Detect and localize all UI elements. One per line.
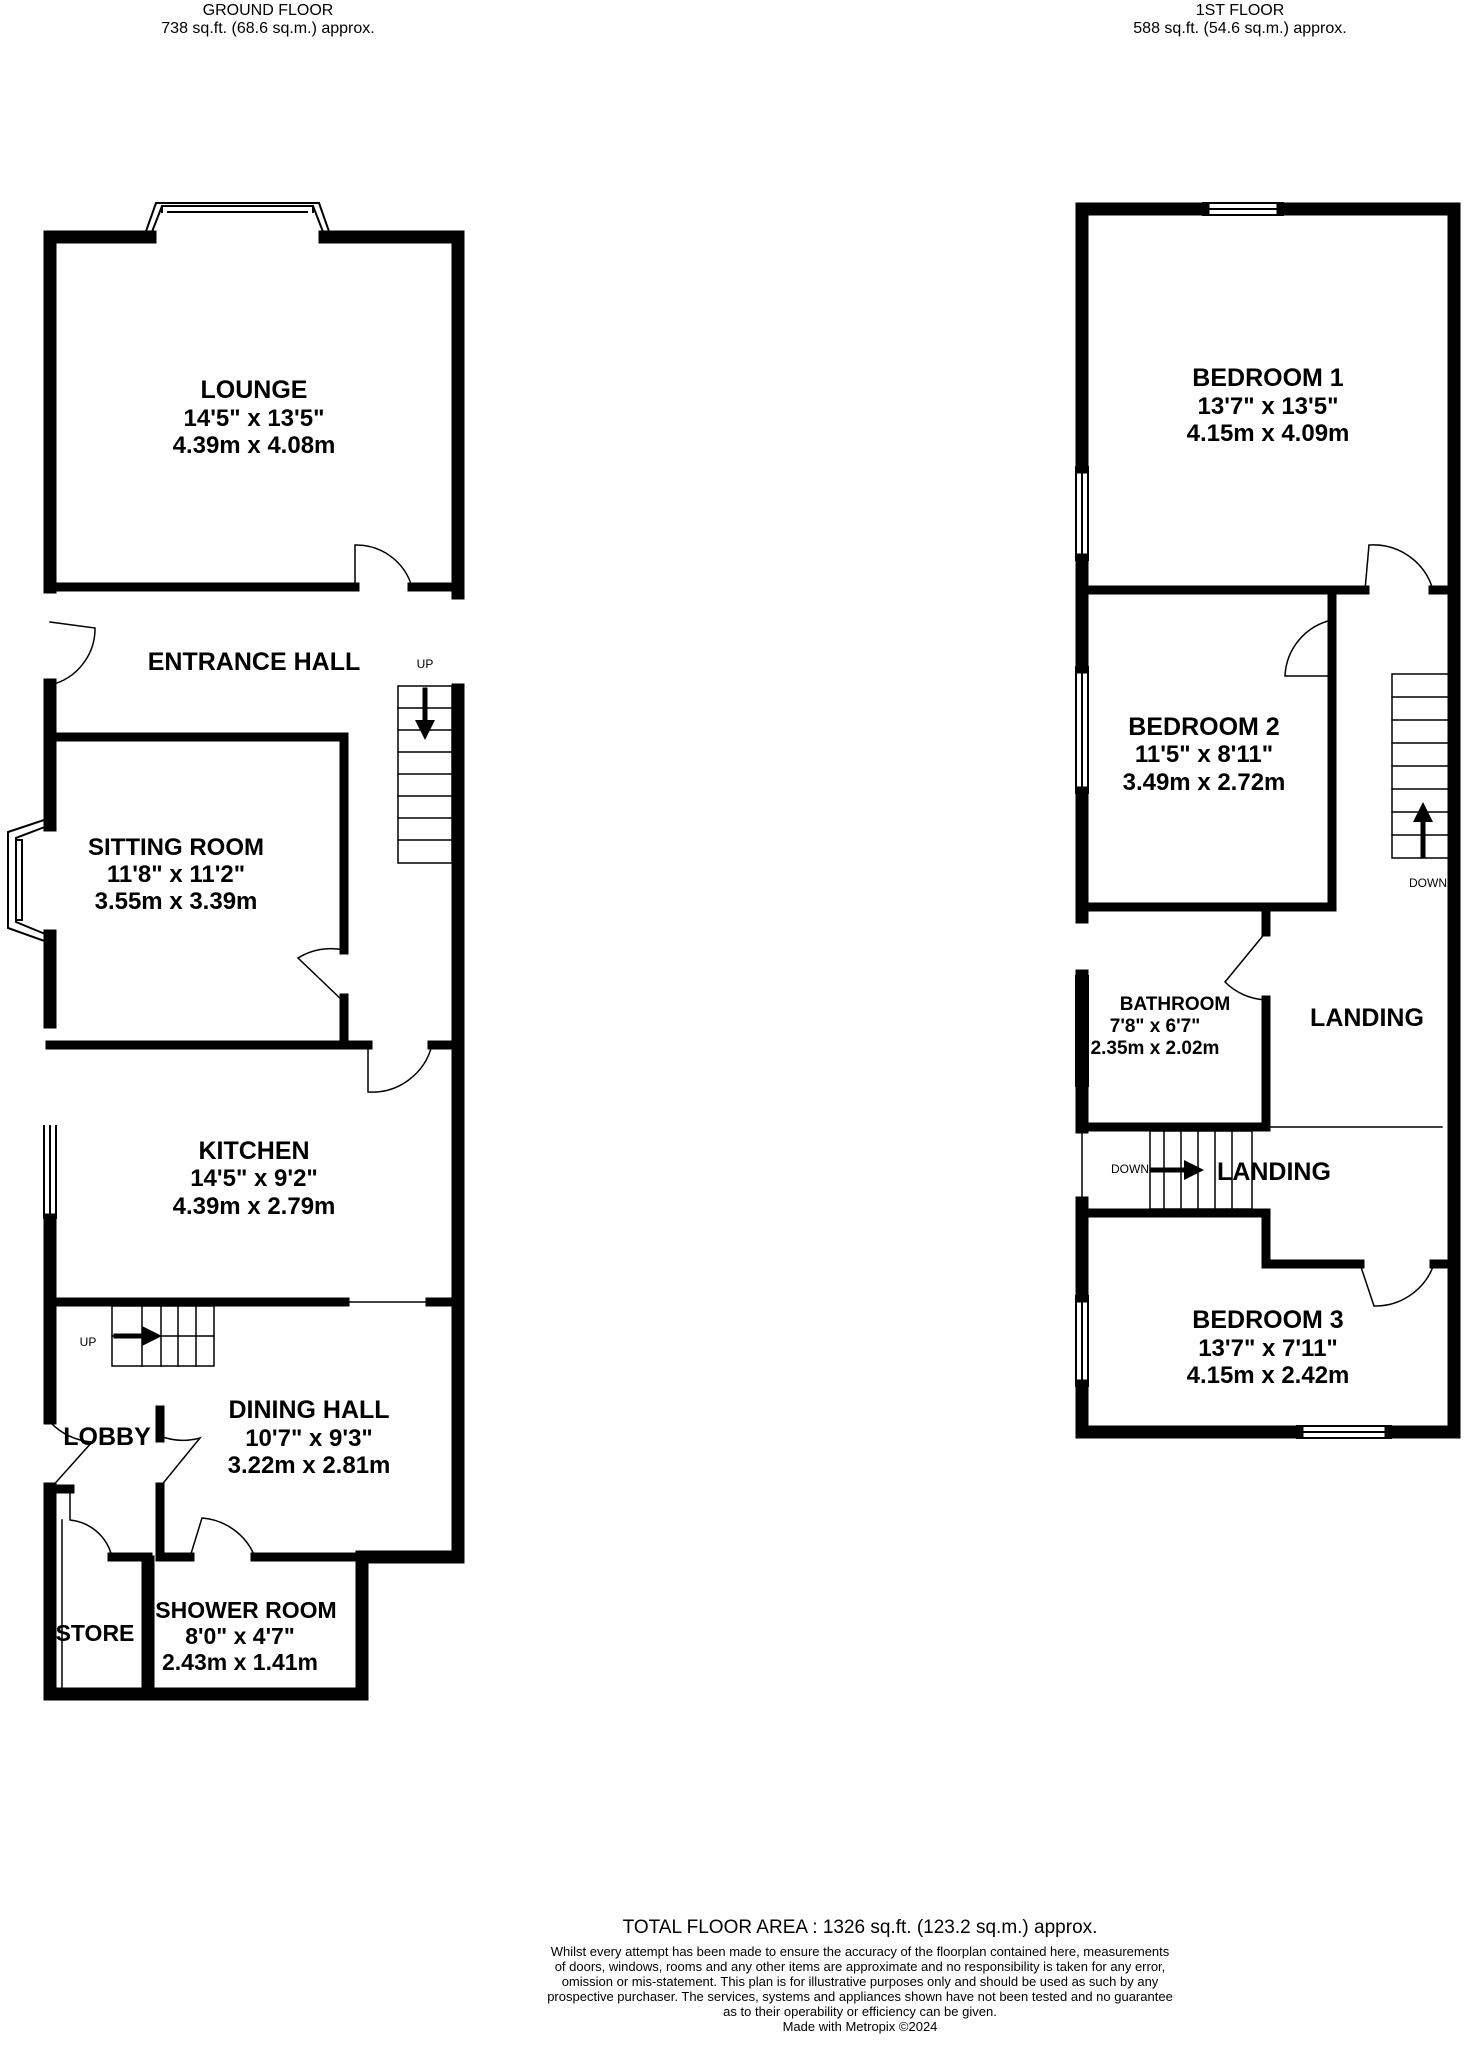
- lounge-name: LOUNGE: [201, 376, 308, 404]
- metropix-credit: Made with Metropix ©2024: [782, 2019, 938, 2034]
- disclaimer: Whilst every attempt has been made to en…: [480, 1944, 1240, 2034]
- first-lower-stairs: [1149, 1130, 1253, 1210]
- store-name: STORE: [56, 1620, 135, 1646]
- first-doors: [1223, 544, 1435, 1307]
- lounge-imperial: 14'5" x 13'5": [184, 405, 325, 432]
- sitting-room-bay-window: [7, 816, 52, 945]
- lounge-metric: 4.39m x 4.08m: [173, 432, 336, 459]
- lounge-bay-window: [142, 202, 333, 239]
- bedroom2-name: BEDROOM 2: [1128, 713, 1279, 741]
- dining-hall-stairs: [111, 1305, 215, 1367]
- bedroom1-imperial: 13'7" x 13'5": [1198, 393, 1339, 420]
- disclaimer-line: prospective purchaser. The services, sys…: [547, 1989, 1173, 2004]
- first-floor-header: 1ST FLOOR 588 sq.ft. (54.6 sq.m.) approx…: [1060, 2, 1420, 38]
- bedroom3-imperial: 13'7" x 7'11": [1198, 1335, 1338, 1362]
- bedroom2-metric: 3.49m x 2.72m: [1123, 769, 1286, 796]
- sitting-room-imperial: 11'8" x 11'2": [107, 861, 245, 888]
- entrance-hall-stairs: [397, 685, 453, 864]
- disclaimer-line: as to their operability or efficiency ca…: [723, 2004, 997, 2019]
- ground-stair-labels: UP UP: [80, 657, 434, 1349]
- landing-lower-name: LANDING: [1217, 1158, 1331, 1186]
- disclaimer-line: omission or mis-statement. This plan is …: [561, 1974, 1159, 1989]
- first-stair-labels: DOWN DOWN: [1111, 876, 1447, 1176]
- first-thin-lines: [1081, 1126, 1443, 1214]
- kitchen-name: KITCHEN: [198, 1137, 309, 1165]
- kitchen-window: [43, 1125, 57, 1219]
- sitting-room-name: SITTING ROOM: [88, 834, 264, 861]
- first-floor-title: 1ST FLOOR: [1195, 2, 1285, 19]
- ground-floor-title: GROUND FLOOR: [202, 2, 334, 19]
- first-floor-area: 588 sq.ft. (54.6 sq.m.) approx.: [1133, 20, 1347, 37]
- dining-stairs-up-label: UP: [80, 1335, 97, 1349]
- entrance-stairs-up-label: UP: [417, 657, 434, 671]
- bathroom-imperial: 7'8" x 6'7": [1110, 1016, 1200, 1037]
- bathroom-metric: 2.35m x 2.02m: [1091, 1038, 1220, 1059]
- footer: TOTAL FLOOR AREA : 1326 sq.ft. (123.2 sq…: [480, 1916, 1240, 2034]
- sitting-room-metric: 3.55m x 3.39m: [95, 888, 258, 915]
- ground-floor-plan: [7, 202, 465, 1701]
- first-windows: [1075, 202, 1392, 1439]
- ground-room-labels: LOUNGE 14'5" x 13'5" 4.39m x 4.08m ENTRA…: [56, 376, 391, 1675]
- dining-hall-imperial: 10'7" x 9'3": [245, 1425, 373, 1452]
- shower-room-imperial: 8'0" x 4'7": [185, 1623, 295, 1649]
- first-main-stairs: [1391, 673, 1453, 859]
- kitchen-imperial: 14'5" x 9'2": [190, 1165, 318, 1192]
- ground-inner-walls: [45, 582, 463, 1562]
- first-inner-walls: [1077, 585, 1459, 1269]
- dining-hall-metric: 3.22m x 2.81m: [228, 1452, 391, 1479]
- ground-outer-walls: [43, 230, 465, 1701]
- bedroom1-name: BEDROOM 1: [1192, 364, 1344, 392]
- lower-stairs-down-label: DOWN: [1111, 1162, 1149, 1176]
- ground-floor-area: 738 sq.ft. (68.6 sq.m.) approx.: [161, 20, 375, 37]
- disclaimer-line: Whilst every attempt has been made to en…: [550, 1944, 1170, 1959]
- first-floor-plan: [1075, 202, 1461, 1439]
- shower-room-metric: 2.43m x 1.41m: [162, 1649, 318, 1675]
- dining-hall-name: DINING HALL: [228, 1396, 389, 1424]
- bathroom-name: BATHROOM: [1120, 994, 1230, 1015]
- main-stairs-down-label: DOWN: [1409, 876, 1447, 890]
- kitchen-metric: 4.39m x 2.79m: [173, 1193, 336, 1220]
- ground-doors: [48, 544, 433, 1691]
- bedroom2-imperial: 11'5" x 8'11": [1135, 741, 1273, 768]
- disclaimer-line: of doors, windows, rooms and any other i…: [554, 1959, 1166, 1974]
- landing-upper-name: LANDING: [1310, 1004, 1424, 1032]
- bedroom3-name: BEDROOM 3: [1192, 1306, 1343, 1334]
- ground-floor-header: GROUND FLOOR 738 sq.ft. (68.6 sq.m.) app…: [88, 2, 448, 38]
- lobby-name: LOBBY: [63, 1423, 151, 1451]
- total-floor-area: TOTAL FLOOR AREA : 1326 sq.ft. (123.2 sq…: [622, 1917, 1098, 1938]
- shower-room-name: SHOWER ROOM: [155, 1597, 336, 1623]
- bedroom3-metric: 4.15m x 2.42m: [1187, 1362, 1350, 1389]
- entrance-hall-name: ENTRANCE HALL: [148, 648, 361, 676]
- bedroom1-metric: 4.15m x 4.09m: [1187, 420, 1350, 447]
- first-room-labels: BEDROOM 1 13'7" x 13'5" 4.15m x 4.09m BE…: [1091, 364, 1424, 1389]
